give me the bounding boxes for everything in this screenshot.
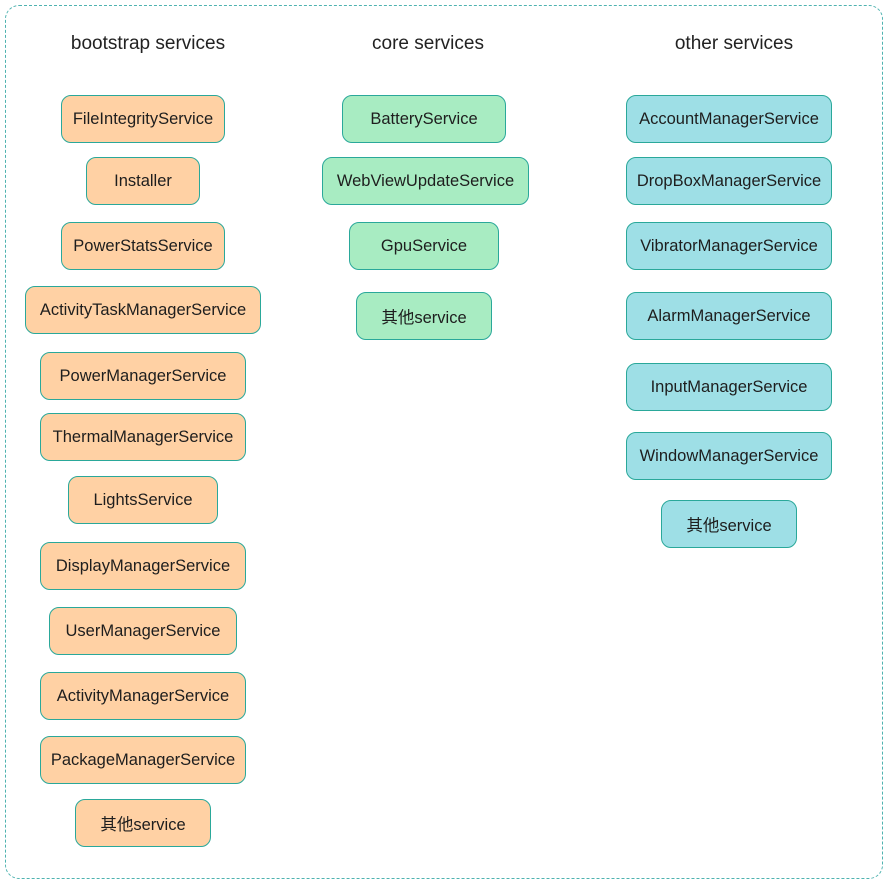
service-box-other-other: 其他service [661, 500, 797, 548]
core-services-title: core services [372, 33, 484, 54]
service-box-other-bootstrap: 其他service [75, 799, 211, 847]
service-box-dropbox-manager: DropBoxManagerService [626, 157, 832, 205]
service-box-window-manager: WindowManagerService [626, 432, 832, 480]
service-box-account-manager: AccountManagerService [626, 95, 832, 143]
service-box-activity-task-manager: ActivityTaskManagerService [25, 286, 261, 334]
service-box-other-core: 其他service [356, 292, 492, 340]
service-box-file-integrity: FileIntegrityService [61, 95, 225, 143]
service-box-package-manager: PackageManagerService [40, 736, 246, 784]
service-box-user-manager: UserManagerService [49, 607, 237, 655]
service-box-vibrator-manager: VibratorManagerService [626, 222, 832, 270]
service-box-power-stats: PowerStatsService [61, 222, 225, 270]
service-box-activity-manager: ActivityManagerService [40, 672, 246, 720]
bootstrap-services-title: bootstrap services [70, 33, 226, 54]
service-box-alarm-manager: AlarmManagerService [626, 292, 832, 340]
diagram-frame [5, 5, 883, 879]
service-box-thermal-manager: ThermalManagerService [40, 413, 246, 461]
service-box-lights: LightsService [68, 476, 218, 524]
service-box-input-manager: InputManagerService [626, 363, 832, 411]
service-box-installer: Installer [86, 157, 200, 205]
service-box-battery: BatteryService [342, 95, 506, 143]
service-box-gpu: GpuService [349, 222, 499, 270]
service-box-webview-update: WebViewUpdateService [322, 157, 529, 205]
service-box-power-manager: PowerManagerService [40, 352, 246, 400]
service-box-display-manager: DisplayManagerService [40, 542, 246, 590]
other-services-title: other services [674, 33, 794, 54]
